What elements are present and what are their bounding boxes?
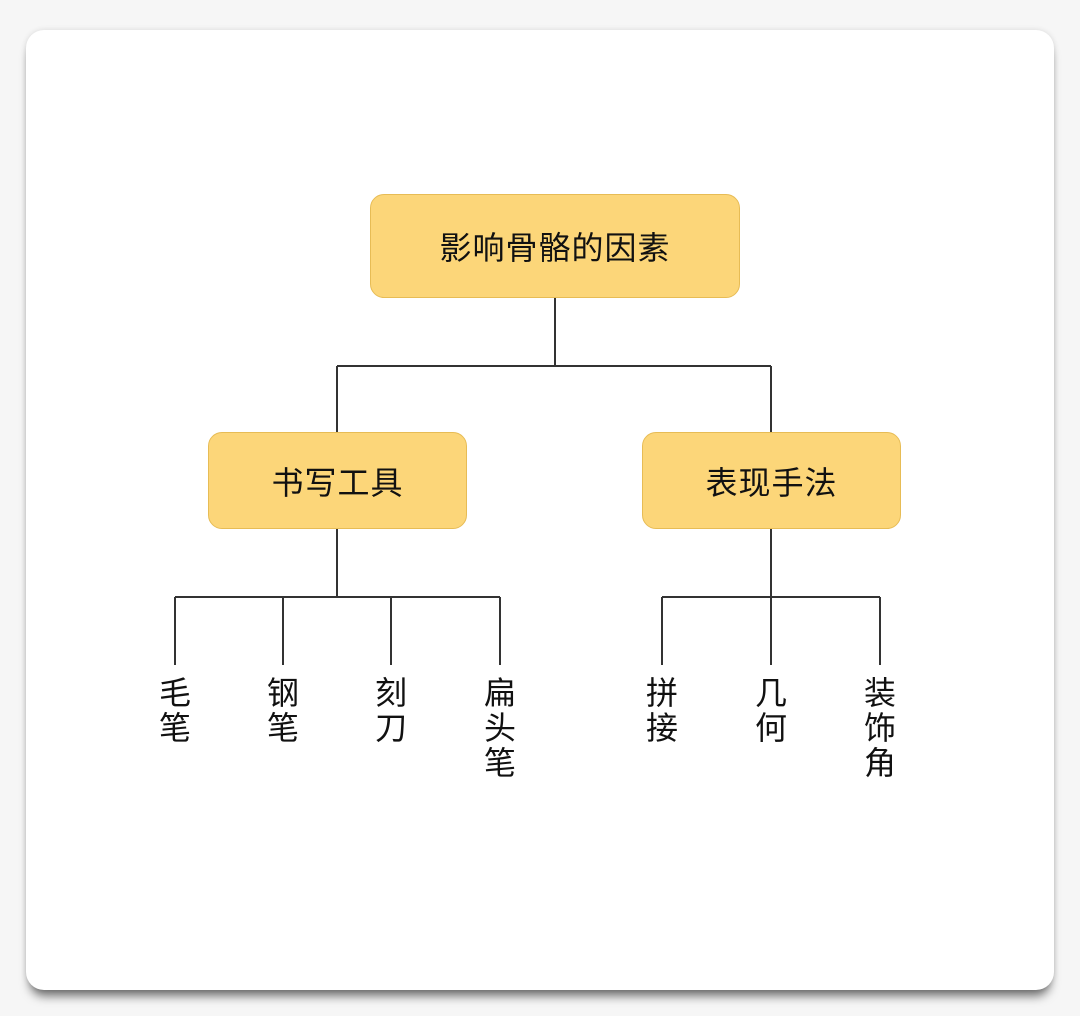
node-expression-methods: 表现手法 [642,432,901,529]
node-writing-tools: 书写工具 [208,432,467,529]
node-writing-tools-label: 书写工具 [271,463,404,502]
leaf-maobi: 毛笔 [145,676,205,746]
root-label: 影响骨骼的因素 [439,229,671,267]
leaf-biantoubi: 扁头笔 [470,676,530,781]
leaf-label: 刻刀 [374,674,407,747]
leaf-label: 装饰角 [863,674,896,782]
node-expression-methods-label: 表现手法 [705,463,838,502]
leaf-pinjie: 拼接 [632,676,692,746]
leaf-kedao: 刻刀 [361,676,421,746]
leaf-label: 钢笔 [266,674,299,747]
leaf-label: 拼接 [645,674,678,747]
leaf-jihe: 几何 [741,676,801,746]
leaf-label: 毛笔 [158,674,191,747]
root-node: 影响骨骼的因素 [370,194,740,298]
leaf-label: 几何 [754,674,787,747]
leaf-gangbi: 钢笔 [253,676,313,746]
leaf-zhuangshijiao: 装饰角 [850,676,910,781]
leaf-label: 扁头笔 [483,674,516,782]
